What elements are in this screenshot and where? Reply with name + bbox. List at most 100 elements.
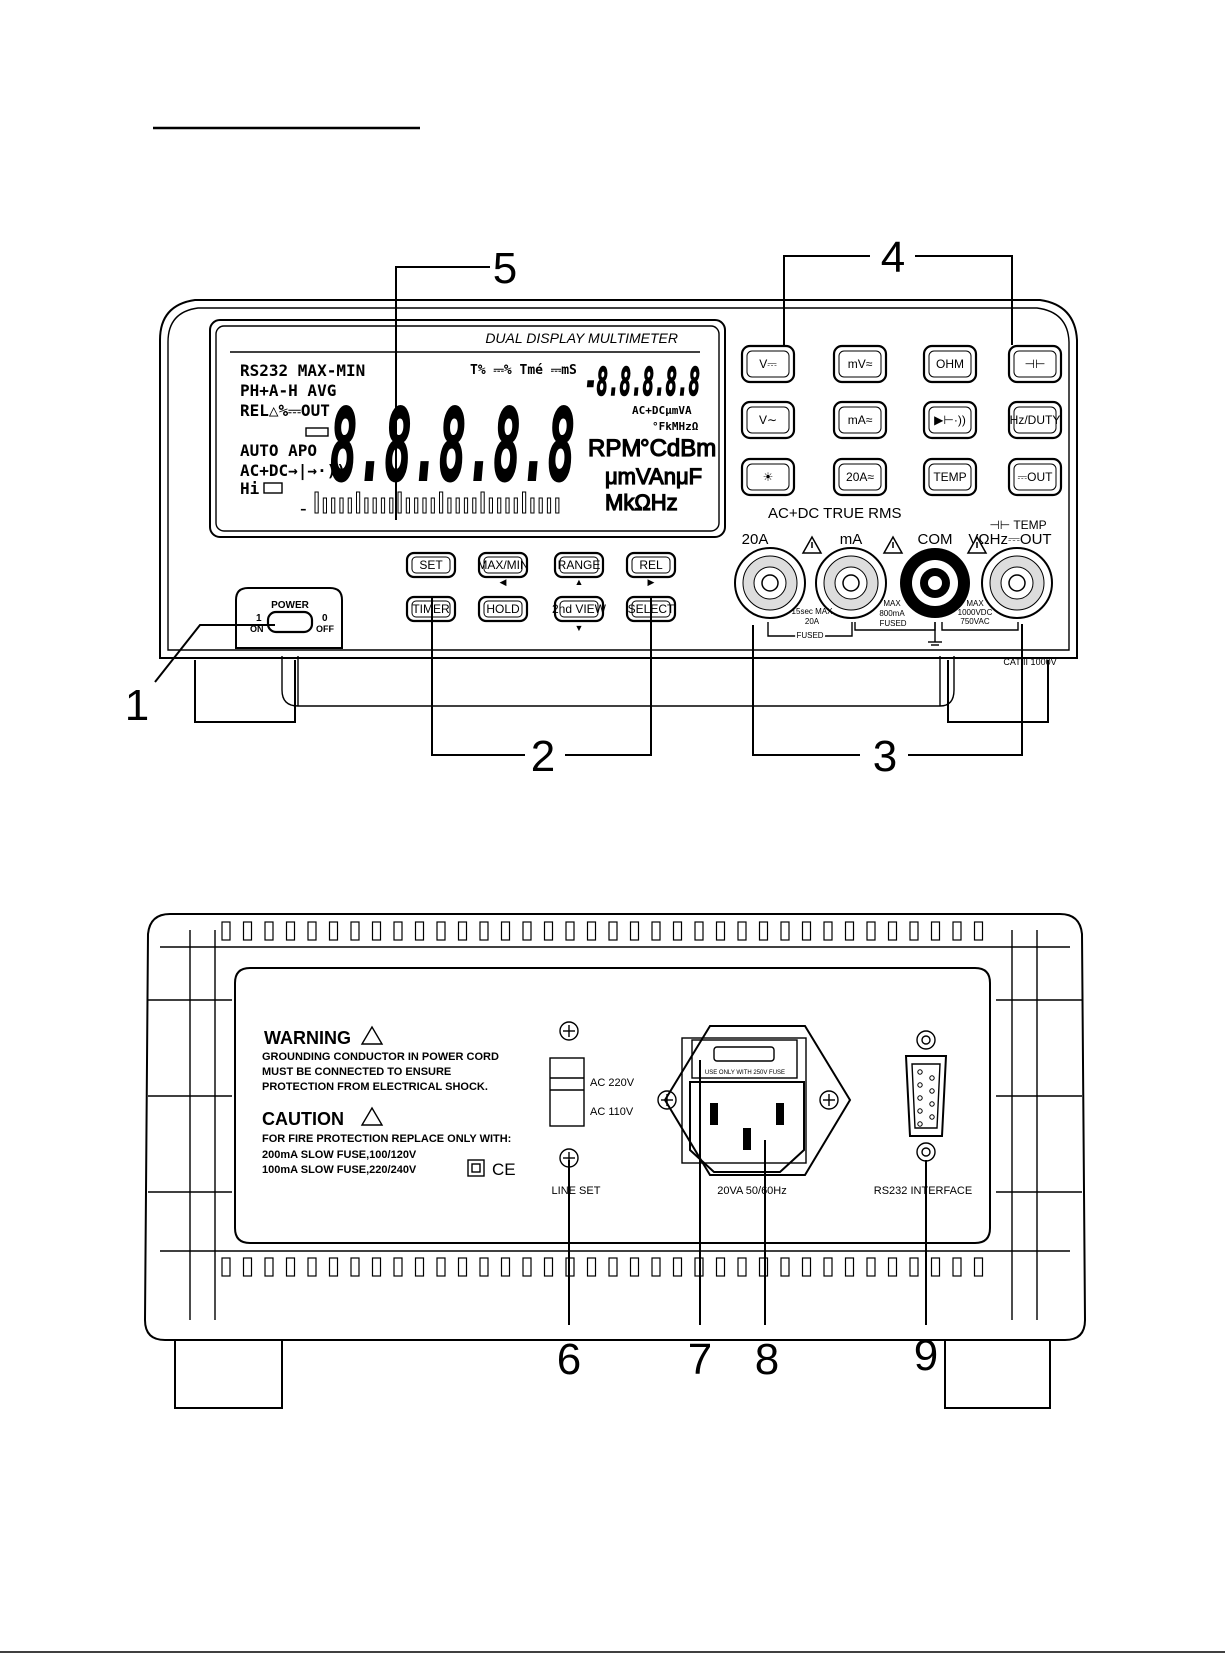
function-button-10-outline [832, 457, 888, 497]
control-button-range[interactable]: RANGE▲ [553, 551, 605, 587]
vent-slot-top [522, 921, 532, 941]
rating-ma-2: 800mA [879, 609, 905, 618]
control-button-set-inner [411, 556, 451, 574]
control-button-range-outline [553, 551, 605, 579]
control-button-range-label: RANGE [558, 558, 601, 572]
caution-line-2: 200mA SLOW FUSE,100/120V [262, 1149, 417, 1161]
bar-segment [430, 497, 435, 514]
bar-segment [530, 497, 535, 514]
terminal-label-20a: 20A [742, 531, 769, 548]
lcd-bar-minus: - [300, 498, 307, 520]
power-switch[interactable]: POWER 1 ON 0 OFF [235, 587, 343, 649]
callout-1: 1 [125, 681, 149, 730]
front-callout-lines [154, 255, 1023, 756]
function-button-6[interactable]: mA≈ [832, 400, 888, 440]
rs232-pin [917, 1095, 923, 1101]
function-button-3[interactable]: OHM [922, 344, 978, 384]
function-button-11[interactable]: TEMP [922, 457, 978, 497]
jack-ma[interactable] [815, 547, 887, 619]
function-button-12[interactable]: ⎓OUT [1007, 457, 1063, 497]
ac-220-label: AC 220V [590, 1077, 635, 1089]
back-callout-lines [568, 1060, 927, 1325]
vent-slot-top [629, 921, 640, 941]
jack-com[interactable] [900, 548, 970, 618]
vent-slot-top [866, 921, 876, 941]
vent-slot-top [909, 921, 919, 941]
lcd-indicator-acdc: AC+DC→|→·)) [240, 461, 346, 481]
function-button-1[interactable]: V⎓ [740, 344, 796, 384]
bar-segment [472, 497, 477, 514]
vent-slot-top [457, 921, 468, 941]
function-button-8[interactable]: Hz/DUTY [1007, 400, 1063, 440]
function-button-5-outline [740, 400, 796, 440]
warning-triangles [801, 535, 988, 554]
warning-line-2: MUST BE CONNECTED TO ENSURE [262, 1066, 451, 1078]
lcd-indicator-auto: AUTO APO [240, 441, 317, 460]
lcd-unit-umva: μmVAnμF [605, 464, 702, 489]
control-button-hold[interactable]: HOLD [477, 595, 529, 623]
bar-segment [447, 497, 452, 514]
function-button-10[interactable]: 20A≈ [832, 457, 888, 497]
control-button-set-label: SET [419, 558, 443, 572]
function-button-4[interactable]: ⊣⊢ [1007, 344, 1063, 384]
bar-segment [397, 491, 402, 514]
control-button-rel[interactable]: REL▶ [625, 551, 677, 587]
bar-segment [380, 497, 386, 514]
lcd-top-indicators: T% ⎓% Tmé ⎓mS [470, 363, 577, 378]
bar-segment [505, 497, 510, 514]
vent-slot-bottom [909, 1257, 919, 1277]
vent-slot-bottom [328, 1257, 339, 1277]
vent-slot-bottom [242, 1257, 253, 1277]
lcd-bargraph [314, 491, 560, 514]
control-button-range-inner [559, 556, 599, 574]
lcd-display: DUAL DISPLAY MULTIMETER RS232 MAX-MIN PH… [209, 319, 726, 538]
vent-slot-top [393, 921, 403, 941]
lcd-title: DUAL DISPLAY MULTIMETER [485, 330, 678, 346]
function-button-5[interactable]: V∼ [740, 400, 796, 440]
power-on-label: ON [250, 624, 264, 634]
warning-line-3: PROTECTION FROM ELECTRICAL SHOCK. [262, 1081, 488, 1093]
callout-4: 4 [881, 233, 905, 282]
vent-slot-bottom [457, 1257, 468, 1277]
vent-slot-bottom [801, 1257, 812, 1277]
control-button-set[interactable]: SET [405, 551, 457, 579]
vent-slot-bottom [500, 1257, 511, 1277]
lcd-unit-rpm: RPM [588, 435, 641, 462]
vent-slot-bottom [780, 1257, 790, 1277]
function-button-7[interactable]: ▶⊢·)) [922, 400, 978, 440]
jack-v-ohm[interactable] [981, 547, 1053, 619]
control-button-rel-arrow: ▶ [648, 577, 655, 587]
control-button-max-min[interactable]: MAX/MIN◀ [477, 551, 529, 587]
control-button-set-outline [405, 551, 457, 579]
control-button-2nd-view-inner [559, 600, 599, 618]
function-button-6-outline [832, 400, 888, 440]
vent-slot-bottom [371, 1257, 382, 1277]
power-inlet: USE ONLY WITH 250V FUSE 20VA 50/60Hz [657, 1025, 852, 1197]
line-voltage-selector[interactable]: AC 220V AC 110V LINE SET [549, 1021, 635, 1197]
terminal-label-ma: mA [840, 531, 863, 548]
vent-slot-top [436, 921, 446, 941]
control-button-2nd-view-label: 2nd VIEW [552, 602, 607, 616]
warning-triangle-icon [966, 535, 988, 554]
bar-segment [347, 497, 352, 514]
function-button-2-outline [832, 344, 888, 384]
lcd-indicator-rel: REL△%⎓OUT [240, 401, 330, 420]
jack-20a[interactable] [734, 547, 806, 619]
control-button-max-min-arrow: ◀ [500, 577, 507, 587]
rs232-label: RS232 INTERFACE [874, 1185, 972, 1197]
rs232-connector[interactable]: RS232 INTERFACE [874, 1030, 972, 1197]
lcd-unit-mkohz: MkΩHz [605, 490, 678, 515]
control-button-2nd-view[interactable]: 2nd VIEW▼ [552, 595, 607, 633]
vent-slot-bottom [823, 1257, 833, 1277]
fuse-holder[interactable]: USE ONLY WITH 250V FUSE [691, 1039, 798, 1079]
bar-segment [455, 497, 460, 514]
vent-slot-bottom [414, 1257, 425, 1277]
function-button-12-inner [1013, 463, 1057, 491]
vent-slot-top [371, 921, 382, 941]
power-button[interactable] [266, 610, 314, 634]
caution-line-3: 100mA SLOW FUSE,220/240V [262, 1164, 417, 1176]
function-button-3-label: OHM [936, 357, 964, 371]
function-button-2[interactable]: mV≈ [832, 344, 888, 384]
function-button-9[interactable]: ☀ [740, 457, 796, 497]
lcd-sub-units-2: °FkMHzΩ [652, 420, 699, 433]
